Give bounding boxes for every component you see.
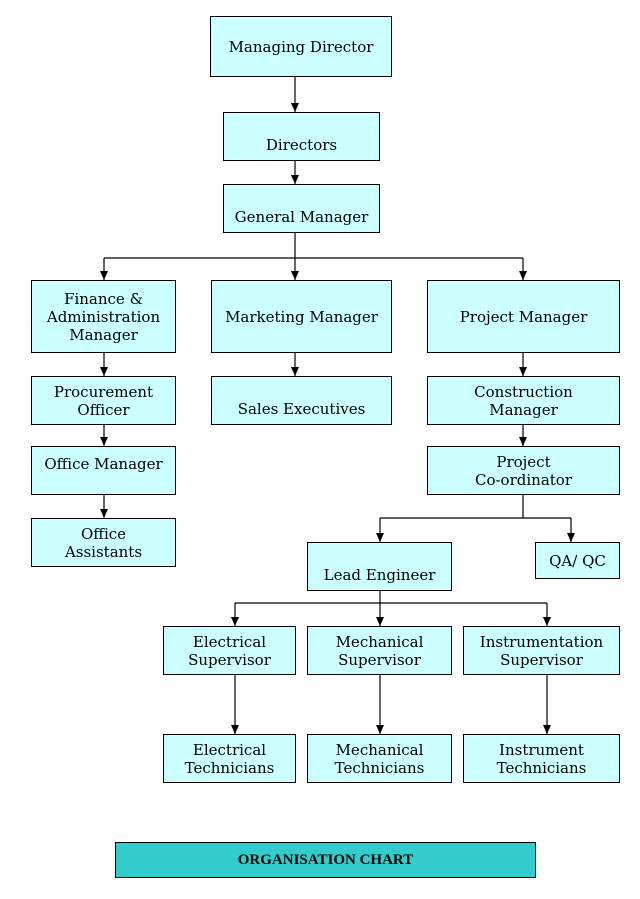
node-label: Mechanical Supervisor [335, 632, 424, 669]
node-directors: Directors [223, 112, 380, 161]
node-qa-qc: QA/ QC [535, 542, 620, 579]
node-label: Sales Executives [237, 399, 366, 418]
node-project-manager: Project Manager [427, 280, 620, 353]
node-instrument-technicians: Instrument Technicians [463, 734, 620, 783]
arrowhead-icon [376, 725, 384, 734]
arrowhead-icon [519, 367, 527, 376]
node-instrumentation-supervisor: Instrumentation Supervisor [463, 626, 620, 675]
node-label: Instrument Technicians [496, 740, 587, 777]
node-label: Construction Manager [474, 382, 573, 419]
node-label: Directors [265, 135, 338, 154]
arrowhead-icon [231, 617, 239, 626]
node-label: Office Manager [44, 454, 163, 473]
arrowhead-icon [291, 271, 299, 280]
arrowhead-icon [100, 271, 108, 280]
arrowhead-icon [291, 175, 299, 184]
arrowhead-icon [291, 103, 299, 112]
node-label: Project Manager [459, 307, 588, 326]
node-marketing-manager: Marketing Manager [211, 280, 392, 353]
arrowhead-icon [100, 367, 108, 376]
arrowhead-icon [519, 271, 527, 280]
node-construction-manager: Construction Manager [427, 376, 620, 425]
node-general-manager: General Manager [223, 184, 380, 233]
arrowhead-icon [519, 437, 527, 446]
node-label: Lead Engineer [323, 565, 436, 584]
node-label: Managing Director [228, 37, 374, 56]
node-label: Mechanical Technicians [334, 740, 425, 777]
node-label: Marketing Manager [225, 307, 378, 326]
arrowhead-icon [100, 437, 108, 446]
node-office-manager: Office Manager [31, 446, 176, 495]
node-sales-executives: Sales Executives [211, 376, 392, 425]
node-label: General Manager [234, 207, 369, 226]
node-finance-admin-manager: Finance & Administration Manager [31, 280, 176, 353]
node-managing-director: Managing Director [210, 16, 392, 77]
arrowhead-icon [100, 509, 108, 518]
node-electrical-supervisor: Electrical Supervisor [163, 626, 296, 675]
arrowhead-icon [291, 367, 299, 376]
node-label: QA/ QC [549, 551, 606, 570]
node-mechanical-supervisor: Mechanical Supervisor [307, 626, 452, 675]
chart-title: ORGANISATION CHART [237, 851, 414, 868]
node-label: Finance & Administration Manager [46, 289, 161, 344]
node-label: Office Assistants [64, 524, 143, 561]
node-label: Instrumentation Supervisor [479, 632, 604, 669]
node-procurement-officer: Procurement Officer [31, 376, 176, 425]
node-label: Electrical Supervisor [188, 632, 271, 669]
node-electrical-technicians: Electrical Technicians [163, 734, 296, 783]
node-lead-engineer: Lead Engineer [307, 542, 452, 591]
arrowhead-icon [543, 725, 551, 734]
arrowhead-icon [231, 725, 239, 734]
node-label: Procurement Officer [53, 382, 154, 419]
node-label: Project Co-ordinator [474, 452, 572, 489]
node-mechanical-technicians: Mechanical Technicians [307, 734, 452, 783]
arrowhead-icon [376, 617, 384, 626]
node-project-coordinator: Project Co-ordinator [427, 446, 620, 495]
node-label: Electrical Technicians [184, 740, 275, 777]
chart-title-banner: ORGANISATION CHART [115, 842, 536, 878]
arrowhead-icon [376, 533, 384, 542]
arrowhead-icon [543, 617, 551, 626]
arrowhead-icon [567, 533, 575, 542]
node-office-assistants: Office Assistants [31, 518, 176, 567]
